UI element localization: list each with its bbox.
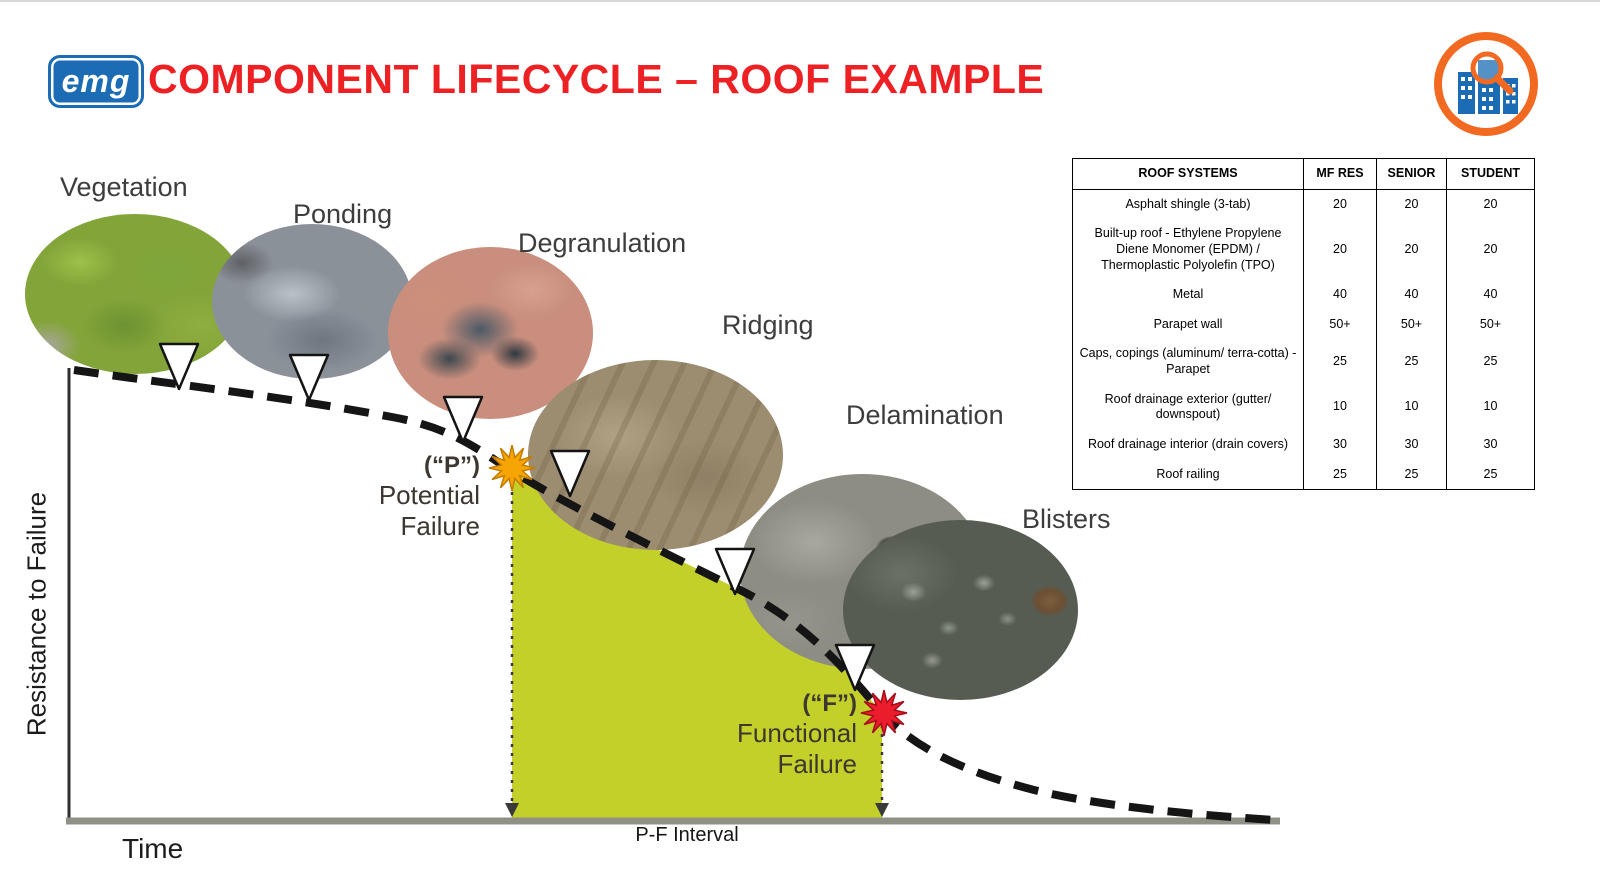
col-header-student: STUDENT xyxy=(1446,158,1535,190)
ponding-photo xyxy=(212,224,412,379)
table-row: Asphalt shingle (3-tab) 20 20 20 xyxy=(1072,189,1535,220)
x-axis-label: Time xyxy=(122,833,184,864)
inspection-marker-icon xyxy=(834,643,876,692)
pf-interval-label: P-F Interval xyxy=(635,824,739,846)
emg-logo: emg xyxy=(48,55,144,108)
stage-label-blisters: Blisters xyxy=(1022,504,1111,534)
inspection-marker-icon xyxy=(158,342,200,391)
table-row: Metal 40 40 40 xyxy=(1072,280,1535,310)
table-row: Built-up roof - Ethylene Propylene Diene… xyxy=(1072,219,1535,281)
inspection-marker-icon xyxy=(288,353,330,402)
table-row: Roof railing 25 25 25 xyxy=(1072,459,1535,490)
potential-failure-annotation: (“P”) Potential Failure xyxy=(330,452,480,542)
table-row: Parapet wall 50+ 50+ 50+ xyxy=(1072,309,1535,340)
col-header-roof-systems: ROOF SYSTEMS xyxy=(1072,158,1304,190)
vegetation-photo xyxy=(25,214,245,374)
inspection-marker-icon xyxy=(442,395,484,444)
inspection-marker-icon xyxy=(549,449,591,498)
table-row: Caps, copings (aluminum/ terra-cotta) - … xyxy=(1072,339,1535,385)
page-title: COMPONENT LIFECYCLE – ROOF EXAMPLE xyxy=(148,56,1045,102)
stage-label-vegetation: Vegetation xyxy=(60,172,188,202)
building-inspection-icon xyxy=(1430,28,1542,145)
table-row: Roof drainage interior (drain covers) 30… xyxy=(1072,429,1535,460)
functional-failure-marker-icon xyxy=(860,689,908,737)
functional-failure-symbol: (“F”) xyxy=(802,690,857,717)
potential-failure-marker-icon xyxy=(488,444,536,492)
col-header-mf-res: MF RES xyxy=(1303,158,1377,190)
degranulation-photo xyxy=(388,247,593,419)
inspection-marker-icon xyxy=(714,547,756,596)
pf-interval-area xyxy=(512,471,882,818)
stage-label-degranulation: Degranulation xyxy=(518,228,687,258)
col-header-senior: SENIOR xyxy=(1376,158,1447,190)
blisters-photo xyxy=(843,520,1078,700)
stage-label-ponding: Ponding xyxy=(293,199,393,229)
stage-label-ridging: Ridging xyxy=(722,310,814,340)
functional-failure-annotation: (“F”) Functional Failure xyxy=(707,690,857,780)
roof-systems-table: ROOF SYSTEMS MF RES SENIOR STUDENT Aspha… xyxy=(1072,158,1535,491)
potential-failure-symbol: (“P”) xyxy=(424,452,480,479)
p-arrowhead-icon xyxy=(505,803,519,817)
table-header-row: ROOF SYSTEMS MF RES SENIOR STUDENT xyxy=(1072,158,1535,190)
emg-logo-text: emg xyxy=(61,63,131,99)
table-row: Roof drainage exterior (gutter/ downspou… xyxy=(1072,384,1535,430)
f-arrowhead-icon xyxy=(875,803,889,817)
stage-label-delamination: Delamination xyxy=(846,400,1004,430)
